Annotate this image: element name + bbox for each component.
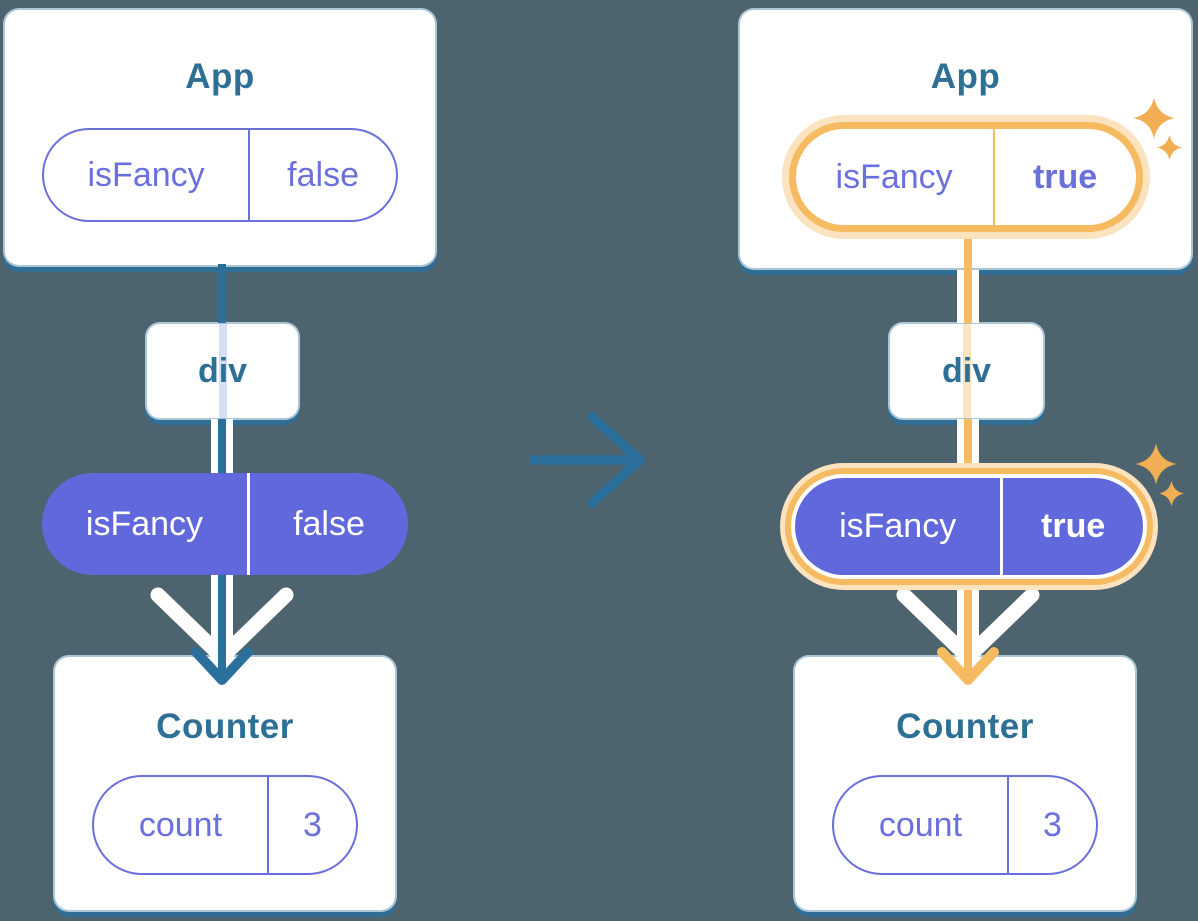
node-title: div — [941, 351, 992, 390]
prop-name: isFancy — [796, 129, 995, 225]
prop-value: true — [1032, 157, 1098, 196]
state-value: 3 — [1042, 805, 1062, 844]
prop-passthrough-line — [962, 324, 971, 418]
arrow-down-icon-highlighted — [896, 575, 1040, 685]
prop-value: false — [293, 504, 365, 543]
sparkle-icon — [1158, 480, 1185, 507]
div-node-before: div — [145, 322, 300, 420]
prop-pill-highlighted: isFancy true — [795, 129, 1136, 225]
prop-name: isFancy — [42, 473, 250, 575]
prop-value: true — [1041, 507, 1106, 545]
counter-card-after: Counter count 3 — [793, 655, 1137, 912]
prop-name: isFancy — [795, 478, 1004, 575]
node-title: div — [197, 351, 248, 390]
prop-name: isFancy — [44, 130, 251, 220]
counter-card-before: Counter count 3 — [53, 655, 397, 912]
component-title: Counter — [896, 707, 1034, 746]
component-title: App — [930, 57, 1001, 96]
app-card-before: App isFancy false — [3, 8, 437, 267]
state-pill: count 3 — [92, 775, 358, 875]
state-name: count — [94, 777, 269, 873]
pill-to-card-edge-line — [964, 235, 972, 271]
arrow-down-icon — [150, 575, 294, 685]
prop-passthrough-line — [218, 324, 227, 418]
div-to-pill-line — [211, 419, 233, 475]
arrow-right-icon — [529, 412, 645, 508]
component-title: Counter — [156, 707, 294, 746]
prop-pill: isFancy false — [42, 128, 398, 222]
passed-prop-pill-highlighted: isFancy true — [795, 478, 1143, 575]
state-name: count — [834, 777, 1009, 873]
state-pill: count 3 — [832, 775, 1098, 875]
sparkle-icon — [1156, 134, 1183, 161]
app-to-div-line — [218, 264, 226, 323]
app-card-after: App isFancy true — [738, 8, 1193, 270]
app-to-div-line-highlighted — [957, 270, 979, 323]
component-title: App — [185, 57, 255, 96]
prop-value: false — [287, 155, 359, 194]
sparkle-icon — [1135, 443, 1177, 485]
state-value: 3 — [302, 805, 322, 844]
passed-prop-pill: isFancy false — [42, 473, 408, 575]
sparkle-icon — [1133, 97, 1175, 139]
div-node-after: div — [888, 322, 1045, 420]
div-to-pill-line-highlighted — [957, 419, 979, 480]
